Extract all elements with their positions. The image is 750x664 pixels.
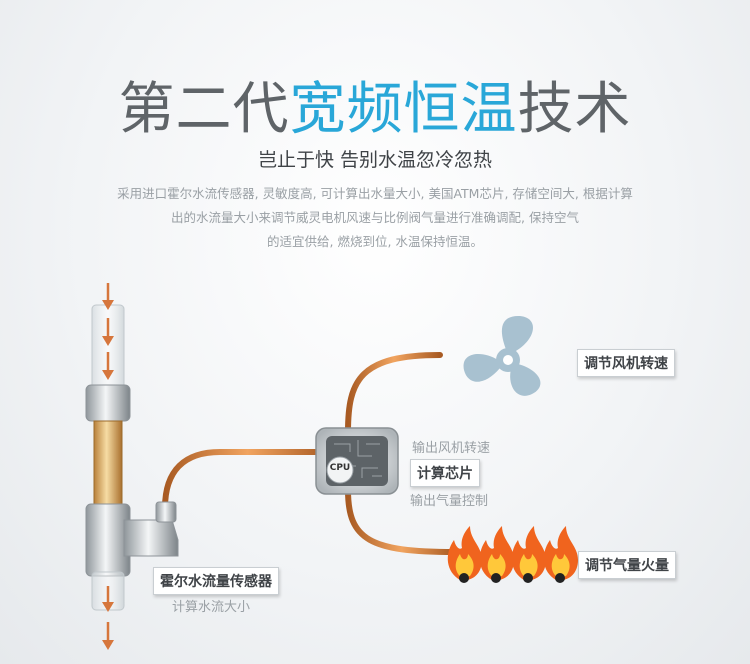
page-title: 第二代宽频恒温技术 xyxy=(0,78,750,142)
compute-chip-label: 计算芯片 xyxy=(410,459,480,487)
subtitle: 岂止于快 告别水温忽冷忽热 xyxy=(257,149,493,171)
output-fan-speed-text: 输出风机转速 xyxy=(412,441,491,456)
description-line-2: 出的水流量大小来调节威灵电机风速与比例阀气量进行准确调配, 保持空气 xyxy=(171,210,579,225)
sensor-label: 霍尔水流量传感器 xyxy=(153,567,279,595)
description-line-3: 的适宜供给, 燃烧到位, 水温保持恒温。 xyxy=(267,234,483,249)
fan-speed-label: 调节风机转速 xyxy=(577,349,675,377)
cpu-badge: CPU xyxy=(329,463,351,473)
fan-icon xyxy=(463,315,541,396)
title-part-1: 第二代 xyxy=(118,77,290,142)
sensor-caption: 计算水流大小 xyxy=(172,600,251,615)
cpu-chip-graphic xyxy=(315,427,399,495)
title-part-2: 宽频恒温 xyxy=(289,77,518,142)
water-flow-arrows xyxy=(102,283,114,650)
gas-flame-label: 调节气量火量 xyxy=(578,551,676,579)
title-part-3: 技术 xyxy=(517,77,632,142)
output-gas-control-text: 输出气量控制 xyxy=(410,494,489,509)
hall-flow-sensor-graphic xyxy=(85,304,179,611)
description-line-1: 采用进口霍尔水流传感器, 灵敏度高, 可计算出水量大小, 美国ATM芯片, 存储… xyxy=(117,186,633,201)
flame-icons xyxy=(447,526,578,583)
description: 采用进口霍尔水流传感器, 灵敏度高, 可计算出水量大小, 美国ATM芯片, 存储… xyxy=(85,182,665,254)
copper-pipes xyxy=(162,352,458,555)
